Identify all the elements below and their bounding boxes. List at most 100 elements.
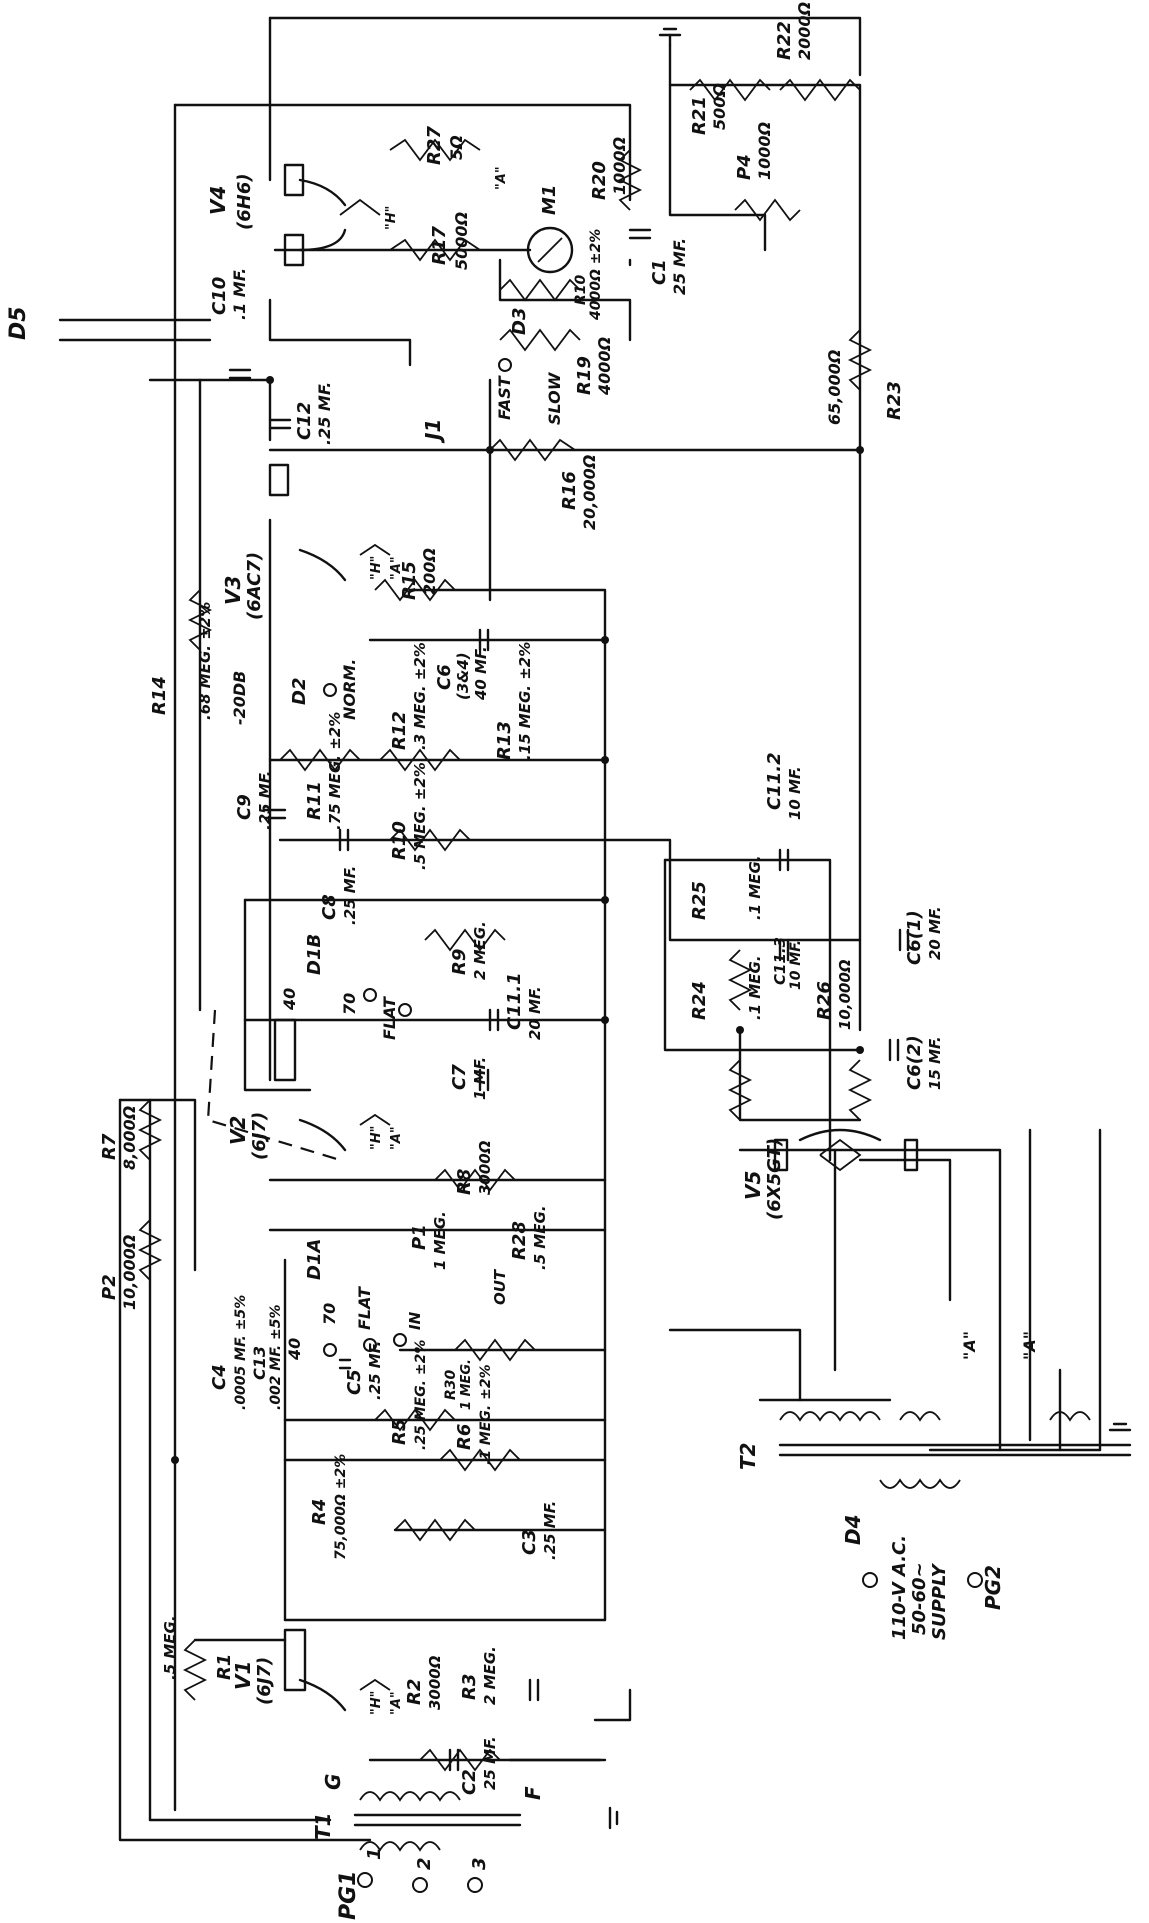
label-a-v2: "A": [389, 1126, 404, 1150]
label-R8-val: 3000Ω: [476, 1140, 494, 1195]
label-D1A: D1A: [304, 1239, 325, 1280]
label-D5: D5: [6, 306, 31, 340]
vacuum-tubes: [268, 163, 919, 1712]
label-V1: V1: [231, 1661, 255, 1690]
label-C4: C4: [209, 1364, 230, 1390]
label-P2: P2: [99, 1274, 120, 1300]
label-C6-34-val: 40 MF.: [472, 646, 490, 701]
label-SLOW: SLOW: [545, 371, 564, 425]
label-h-v2: "H": [369, 1126, 384, 1150]
label-R14: R14: [149, 676, 170, 715]
label-R20: R20: [589, 161, 610, 200]
label-C13-val: .002 MF. ±5%: [268, 1304, 284, 1410]
label-D4: D4: [841, 1514, 865, 1545]
label-minus20db: -20DB: [230, 671, 249, 725]
label-sw-40b: 40: [285, 1338, 304, 1361]
label-C11-2: C11.2: [764, 752, 785, 810]
label-OUT: OUT: [491, 1268, 509, 1305]
label-R7: R7: [99, 1133, 120, 1160]
label-C8-val: .25 MF.: [341, 866, 359, 925]
dashed-switch-linkage: [206, 1009, 341, 1162]
label-C6-34: C6: [434, 664, 455, 690]
label-R16: R16: [559, 471, 580, 510]
label-supply-1: 110-V A.C.: [889, 1535, 910, 1640]
meter-M1: [526, 226, 574, 274]
label-R12: R12: [389, 711, 410, 750]
label-C11-1: C11.1: [504, 972, 525, 1030]
label-C6-1-val: 20 MF.: [926, 906, 944, 960]
label-C11-1-val: 20 MF.: [526, 986, 544, 1040]
label-R5: R5: [389, 1419, 410, 1445]
label-R5-val: .25 MEG. ±2%: [413, 1340, 429, 1450]
label-sw-40: 40: [280, 988, 299, 1011]
transformers: [353, 1411, 1132, 1852]
label-P1: P1: [409, 1224, 430, 1250]
label-R22: R22: [774, 21, 795, 60]
ground-symbols: [608, 27, 1132, 1830]
label-C11-2-val: 10 MF.: [786, 766, 804, 820]
label-C6-2-val: 15 MF.: [926, 1036, 944, 1090]
resistor-zigzags: [137, 78, 873, 1772]
label-G: G: [321, 1774, 345, 1790]
label-P1-val: 1 MEG.: [431, 1211, 449, 1270]
label-V5-type: (6X5GT): [764, 1138, 785, 1220]
label-M1: M1: [539, 185, 560, 215]
label-T1: T1: [311, 1812, 335, 1840]
label-C10: C10: [209, 277, 230, 315]
label-PG1: PG1: [336, 1871, 361, 1921]
label-V3: V3: [221, 576, 245, 605]
label-R14-val: .68 MEG. ±2%: [196, 602, 214, 720]
label-C9: C9: [234, 794, 255, 820]
label-V4: V4: [206, 186, 230, 215]
label-C1-val: 25 MF.: [670, 238, 689, 295]
label-R25-val: .1 MEG.: [746, 855, 764, 920]
label-R28: R28: [509, 1221, 530, 1260]
label-sw-flat: FLAT: [380, 996, 399, 1040]
label-C11-3-val: 10 MF.: [788, 940, 804, 990]
label-sw-70: 70: [340, 993, 359, 1015]
label-R19-val: 4000Ω: [595, 337, 614, 396]
label-V4-type: (6H6): [234, 173, 255, 230]
label-R13: R13: [494, 721, 515, 760]
label-PG2: PG2: [981, 1565, 1005, 1610]
label-C9-val: .25 MF.: [256, 771, 274, 830]
label-C5: C5: [344, 1369, 365, 1395]
label-C2: C2: [459, 1769, 480, 1795]
label-R3-val: 2 MEG.: [481, 1646, 499, 1705]
label-R30-val: 1 MEG.: [459, 1359, 474, 1410]
label-V2: V2: [226, 1116, 250, 1145]
label-C6-34-sub: (3&4): [454, 652, 472, 700]
label-P4: P4: [734, 154, 755, 180]
label-C7: C7: [449, 1064, 470, 1090]
label-C5-val: .25 MF.: [366, 1341, 384, 1400]
label-C12-val: .25 MF.: [315, 382, 334, 445]
label-R26: R26: [814, 981, 835, 1020]
label-pin-1: 1: [364, 1847, 385, 1860]
label-V5: V5: [741, 1171, 765, 1200]
label-R10: R10: [389, 821, 410, 860]
label-R21: R21: [689, 96, 710, 135]
label-R1: R1: [214, 1654, 235, 1680]
label-T2: T2: [736, 1442, 760, 1470]
label-C2-val: 25 MF.: [481, 1736, 499, 1790]
label-R16-val: 20,000Ω: [580, 455, 599, 530]
terminals: [171, 358, 983, 1893]
label-a-v3: "A": [389, 556, 404, 580]
label-R6: R6: [454, 1424, 475, 1450]
label-R25: R25: [689, 881, 710, 920]
label-A-1: "A": [960, 1331, 979, 1360]
label-R3: R3: [459, 1674, 480, 1700]
label-R20-val: 1000Ω: [610, 137, 629, 195]
label-R19: R19: [574, 356, 595, 395]
label-C1: C1: [649, 259, 670, 285]
label-R10-top: R10: [573, 274, 589, 305]
capacitor-plates: [228, 228, 910, 1772]
label-sw-flatb: FLAT: [355, 1286, 374, 1330]
label-R2: R2: [404, 1679, 425, 1705]
label-h-v4: "H": [384, 206, 399, 230]
label-FAST: FAST: [495, 375, 514, 420]
label-C3-val: .25 MF.: [541, 1501, 559, 1560]
label-C6-1: C6(1): [904, 910, 925, 965]
label-R28-val: .5 MEG.: [531, 1205, 549, 1270]
